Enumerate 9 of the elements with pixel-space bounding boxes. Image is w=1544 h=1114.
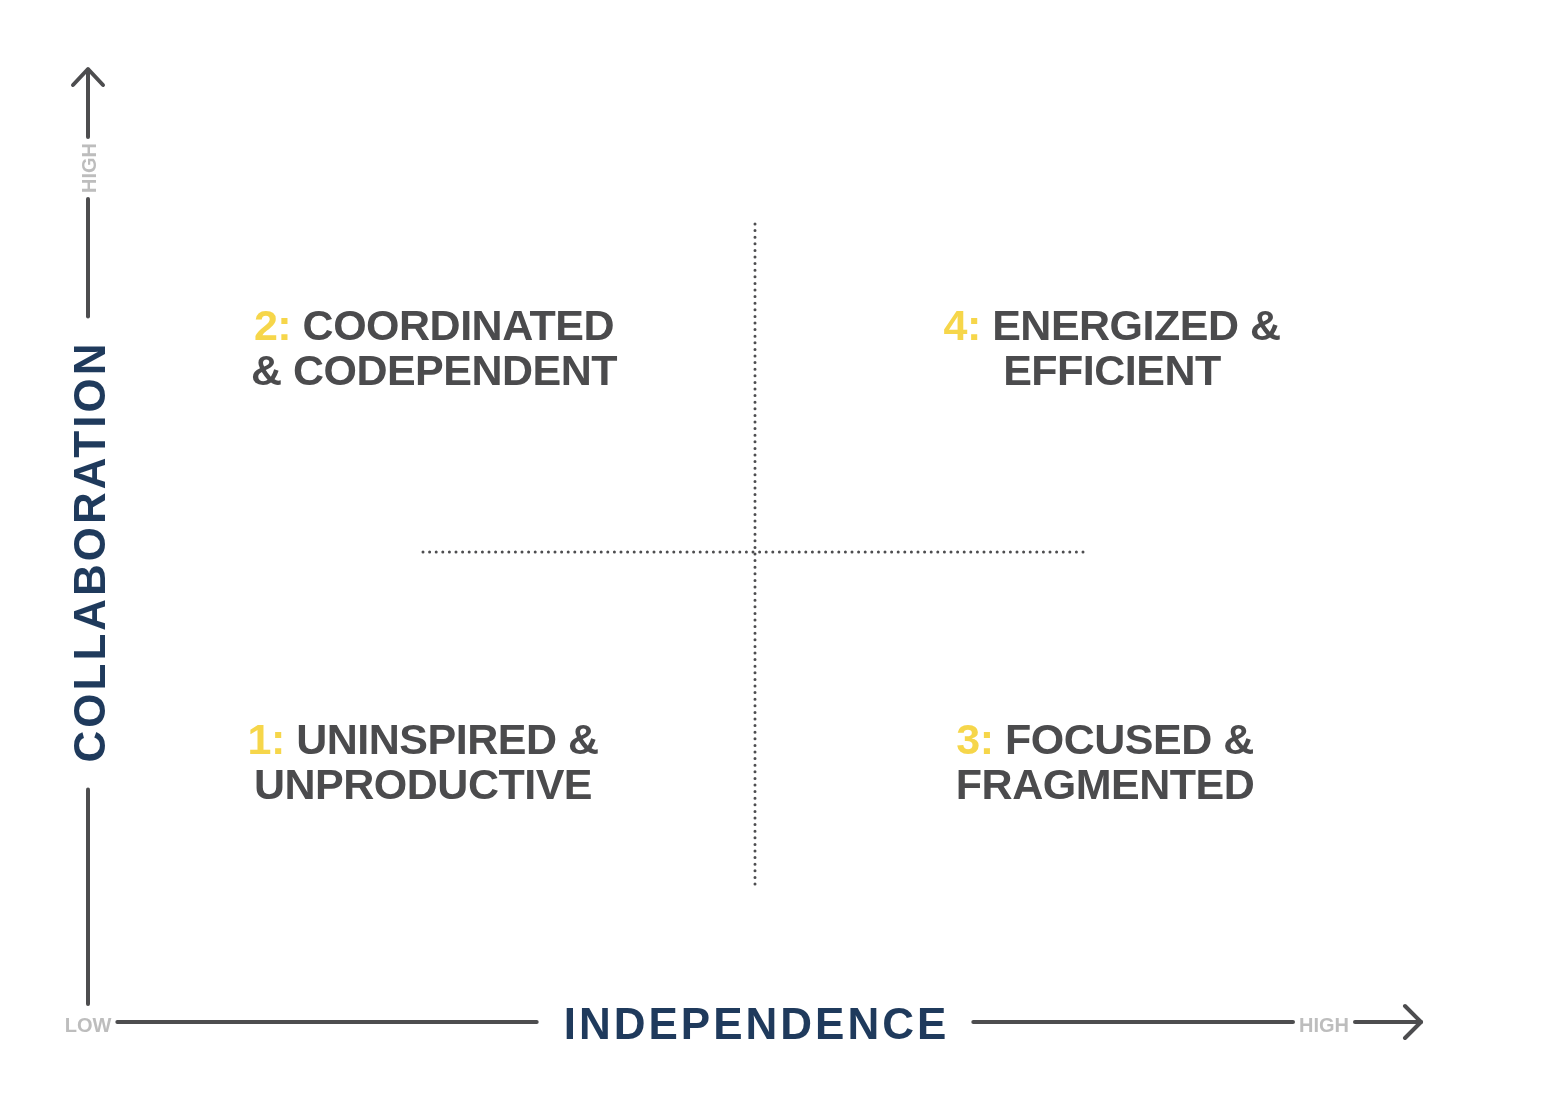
axis-title: INDEPENDENCE [562, 1002, 950, 1046]
quadrant-label: 2: COORDINATED & CODEPENDENT [249, 303, 619, 393]
quadrant-label: 4: ENERGIZED & EFFICIENT [942, 303, 1282, 393]
axis-end-label: HIGH [1299, 1015, 1349, 1035]
axis-end-label: HIGH [79, 143, 99, 193]
quadrant-label: 3: FOCUSED & FRAGMENTED [954, 717, 1256, 807]
axis-end-label: LOW [64, 1015, 112, 1035]
quadrant-label: 1: UNINSPIRED & UNPRODUCTIVE [246, 717, 600, 807]
axis-title: COLLABORATION [68, 340, 112, 765]
